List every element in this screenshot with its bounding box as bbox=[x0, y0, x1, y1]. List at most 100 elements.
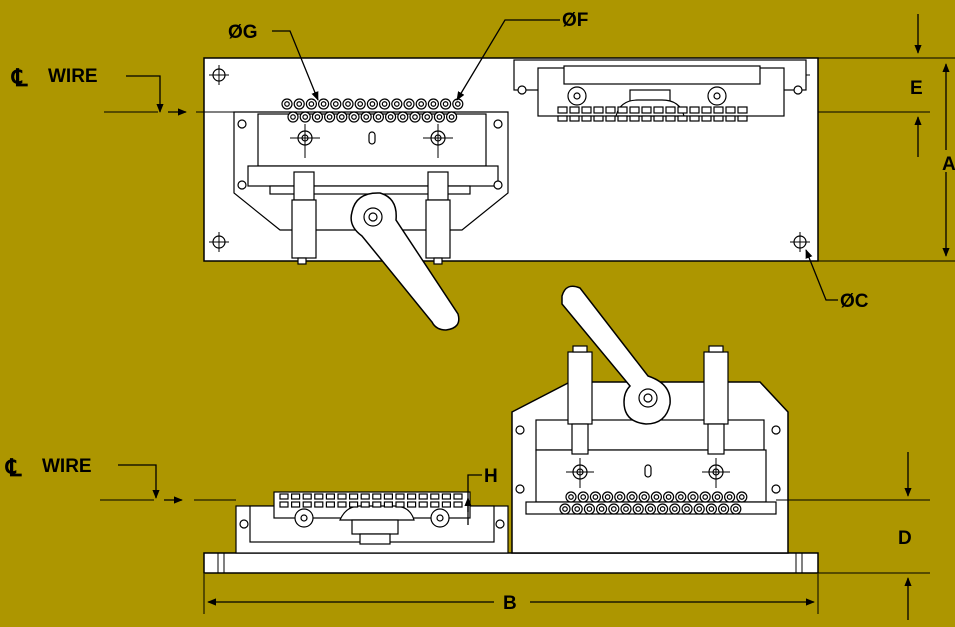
terminal-slot-icon bbox=[617, 106, 628, 114]
terminal-slot-icon bbox=[689, 106, 700, 114]
centerline-symbol-front: ℄ bbox=[5, 455, 22, 482]
terminal-ring-icon bbox=[714, 494, 721, 500]
terminal-slot-icon bbox=[383, 493, 393, 500]
terminal-ring-icon bbox=[629, 494, 635, 500]
terminal-ring-icon bbox=[574, 506, 581, 512]
terminal-slot-icon bbox=[441, 501, 451, 508]
front-centerline-wire: ℄ WIRE bbox=[5, 455, 930, 504]
terminal-ring-icon bbox=[363, 114, 370, 120]
dimensions: A E ØC ØF ØG ℄ WIRE ℄ WIRE bbox=[5, 10, 955, 620]
terminal-slot-icon bbox=[360, 501, 370, 508]
terminal-ring-icon bbox=[726, 494, 733, 500]
terminal-slot-icon bbox=[372, 493, 382, 500]
terminal-ring-icon bbox=[690, 494, 696, 500]
terminal-slot-icon bbox=[653, 115, 664, 122]
terminal-slot-icon bbox=[314, 501, 324, 508]
terminal-slot-icon bbox=[279, 493, 289, 500]
top-lever-handle bbox=[350, 192, 460, 331]
terminal-slot-icon bbox=[441, 493, 451, 500]
terminal-ring-icon bbox=[430, 101, 437, 107]
dim-label-a: A bbox=[942, 154, 955, 175]
terminal-ring-icon bbox=[623, 506, 629, 512]
terminal-slot-icon bbox=[395, 501, 405, 508]
terminal-slot-icon bbox=[453, 493, 463, 500]
terminal-slot-icon bbox=[453, 501, 463, 508]
terminal-slot-icon bbox=[605, 106, 616, 114]
terminal-ring-icon bbox=[314, 114, 321, 120]
terminal-slot-icon bbox=[617, 115, 628, 122]
terminal-ring-icon bbox=[586, 506, 593, 512]
front-lever-handle bbox=[561, 285, 671, 425]
terminal-slot-icon bbox=[593, 115, 604, 122]
dim-label-e: E bbox=[910, 78, 923, 99]
terminal-slot-icon bbox=[629, 106, 640, 114]
terminal-ring-icon bbox=[448, 114, 455, 120]
terminal-slot-icon bbox=[641, 115, 652, 122]
top-left-clamp bbox=[233, 111, 509, 265]
terminal-ring-icon bbox=[412, 114, 418, 120]
terminal-ring-icon bbox=[296, 101, 303, 107]
terminal-ring-icon bbox=[732, 506, 739, 512]
terminal-slot-icon bbox=[581, 106, 592, 114]
mounting-hole-icon bbox=[209, 232, 229, 252]
terminal-ring-icon bbox=[610, 506, 617, 512]
terminal-ring-icon bbox=[418, 101, 425, 107]
terminal-slot-icon bbox=[291, 501, 301, 508]
terminal-slot-icon bbox=[325, 501, 335, 508]
terminal-slot-icon bbox=[418, 501, 428, 508]
terminal-slot-icon bbox=[372, 501, 382, 508]
terminal-ring-icon bbox=[684, 506, 690, 512]
terminal-slot-icon bbox=[629, 115, 640, 122]
terminal-slot-icon bbox=[725, 115, 736, 122]
front-right-block bbox=[511, 345, 789, 554]
terminal-ring-icon bbox=[653, 494, 660, 500]
terminal-ring-icon bbox=[696, 506, 703, 512]
front-view bbox=[203, 285, 819, 574]
terminal-ring-icon bbox=[406, 101, 412, 107]
centerline-symbol-top: ℄ bbox=[11, 65, 28, 92]
terminal-slot-icon bbox=[605, 115, 616, 122]
terminal-slot-icon bbox=[291, 493, 301, 500]
terminal-slot-icon bbox=[653, 106, 664, 114]
terminal-ring-icon bbox=[592, 494, 599, 500]
dim-label-h: H bbox=[484, 466, 498, 487]
terminal-ring-icon bbox=[671, 506, 678, 512]
terminal-ring-icon bbox=[442, 101, 449, 107]
terminal-ring-icon bbox=[454, 101, 461, 107]
terminal-slot-icon bbox=[569, 106, 580, 114]
terminal-slot-icon bbox=[314, 493, 324, 500]
terminal-ring-icon bbox=[635, 506, 642, 512]
terminal-ring-icon bbox=[562, 506, 568, 512]
wire-label-top: WIRE bbox=[48, 66, 98, 87]
terminal-ring-icon bbox=[351, 114, 357, 120]
terminal-slot-icon bbox=[395, 493, 405, 500]
front-left-block bbox=[235, 491, 509, 554]
terminal-ring-icon bbox=[338, 114, 345, 120]
terminal-ring-icon bbox=[568, 494, 574, 500]
terminal-slot-icon bbox=[430, 493, 440, 500]
terminal-ring-icon bbox=[345, 101, 351, 107]
terminal-ring-icon bbox=[708, 506, 715, 512]
terminal-slot-icon bbox=[569, 115, 580, 122]
terminal-slot-icon bbox=[689, 115, 700, 122]
terminal-ring-icon bbox=[290, 114, 296, 120]
top-centerline-wire: ℄ WIRE bbox=[11, 65, 236, 116]
terminal-slot-icon bbox=[430, 501, 440, 508]
terminal-ring-icon bbox=[616, 494, 623, 500]
terminal-ring-icon bbox=[320, 101, 327, 107]
terminal-ring-icon bbox=[665, 494, 672, 500]
terminal-ring-icon bbox=[604, 494, 611, 500]
terminal-slot-icon bbox=[337, 501, 347, 508]
top-view bbox=[203, 57, 819, 331]
terminal-ring-icon bbox=[641, 494, 648, 500]
terminal-ring-icon bbox=[647, 506, 654, 512]
top-mounting-holes bbox=[209, 65, 810, 252]
dim-label-c: ØC bbox=[840, 291, 869, 312]
terminal-slot-icon bbox=[360, 493, 370, 500]
mounting-hole-icon bbox=[209, 65, 229, 85]
terminal-slot-icon bbox=[302, 501, 312, 508]
terminal-slot-icon bbox=[349, 501, 359, 508]
terminal-ring-icon bbox=[308, 101, 315, 107]
terminal-slot-icon bbox=[557, 106, 568, 114]
